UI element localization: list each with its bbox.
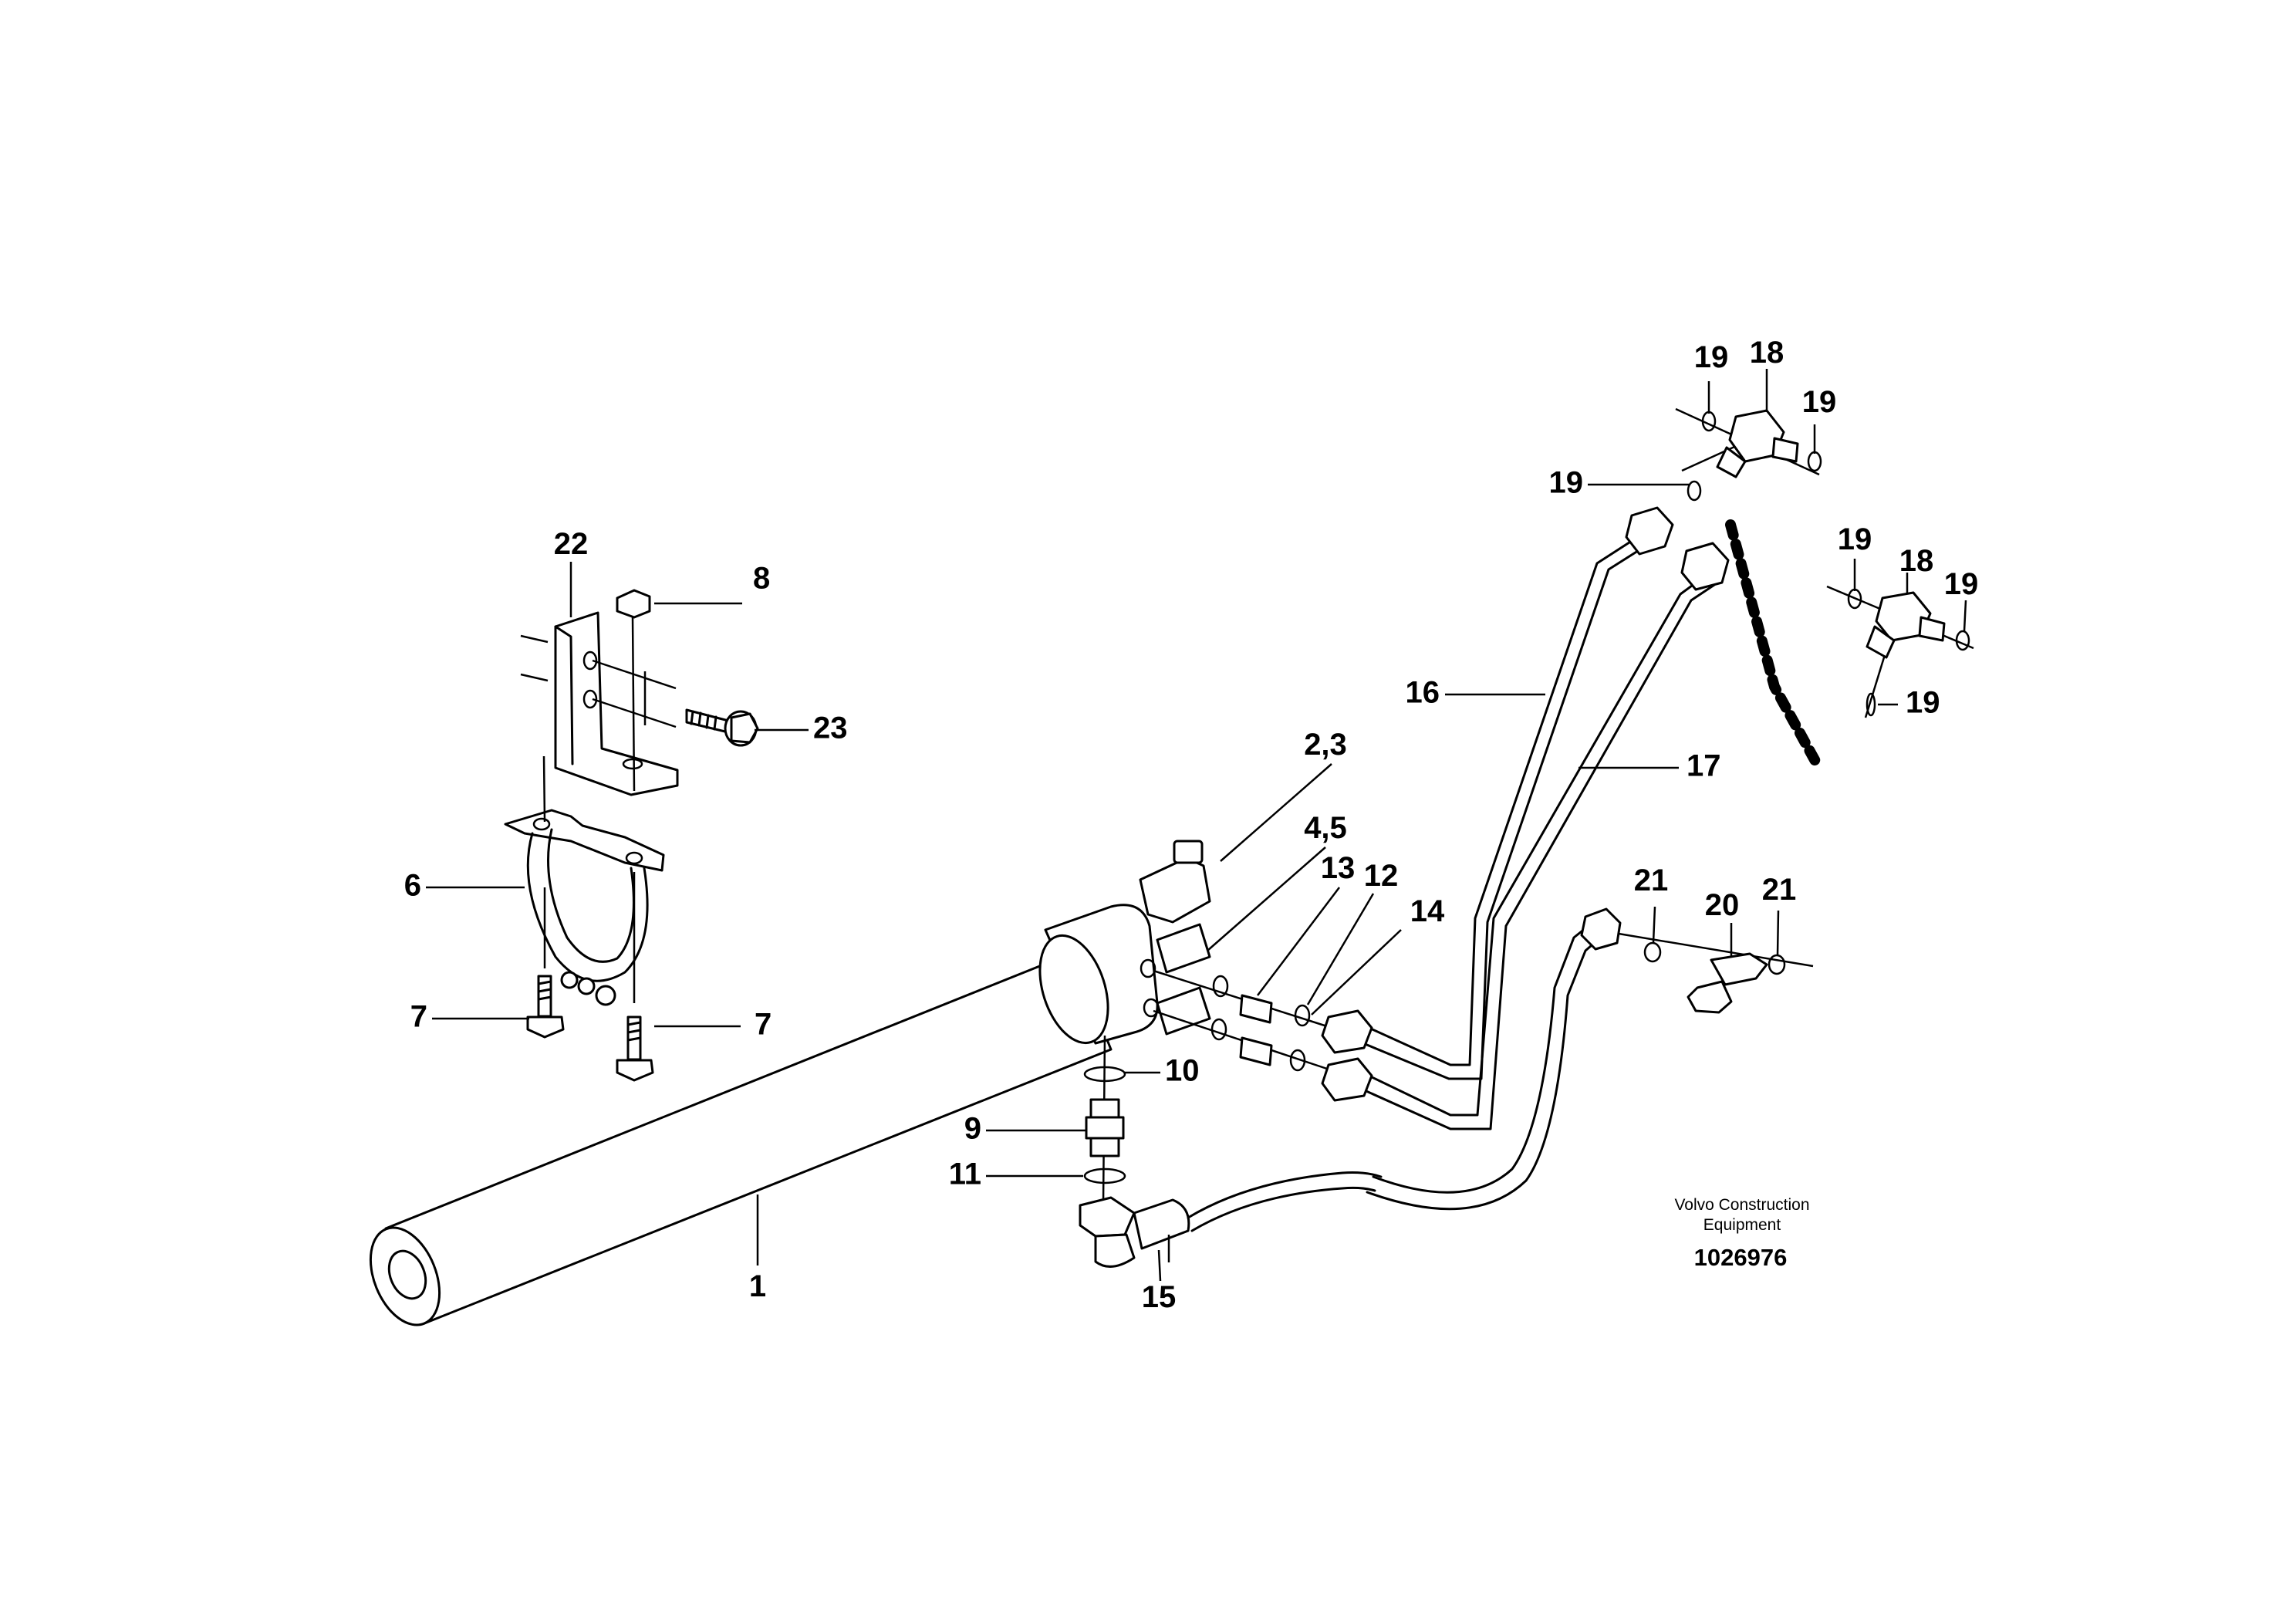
dashed-hose [1725,519,1822,769]
label-14: 14 [1410,894,1445,928]
label-19-a: 19 [1694,340,1729,374]
label-9: 9 [964,1112,981,1146]
bolt-part-23 [685,708,759,747]
label-6: 6 [404,869,421,903]
valve-block-parts-2-5 [1139,840,1211,1036]
label-19-f: 19 [1906,686,1940,720]
label-19-b: 19 [1802,385,1837,419]
fitting-part-20 [1618,932,1814,1014]
brand-line-2: Equipment [1703,1216,1781,1234]
label-21-a: 21 [1634,863,1669,897]
tee-fitting-part-18-right [1826,585,1974,718]
label-12: 12 [1364,859,1399,893]
pipe-part-16 [1321,506,1674,1080]
document-number: 1026976 [1694,1244,1788,1271]
label-8: 8 [753,562,770,596]
label-20: 20 [1705,888,1740,922]
cylinder-part-1 [369,904,1160,1326]
pipe-part-17 [1321,542,1730,1130]
label-19-e: 19 [1944,567,1979,601]
label-16: 16 [1406,676,1440,710]
label-1: 1 [749,1269,766,1303]
tee-fitting-part-18-top [1675,407,1822,502]
bracket-part-22 [520,611,679,796]
label-13: 13 [1321,851,1356,885]
label-2-3: 2,3 [1304,728,1347,762]
label-11: 11 [949,1157,981,1191]
fittings-parts-12-14 [1153,969,1328,1072]
label-17: 17 [1687,749,1721,783]
leader-lines [426,369,1967,1265]
label-7-right: 7 [755,1008,772,1042]
label-22: 22 [554,527,589,561]
hose-part-17-lower [1366,907,1622,1211]
label-15: 15 [1142,1280,1177,1314]
fittings-parts-9-11 [1083,1035,1126,1205]
label-21-b: 21 [1762,873,1797,907]
label-19-d: 19 [1838,522,1872,556]
label-7-left: 7 [410,1000,427,1034]
label-18-right: 18 [1899,544,1934,578]
label-23: 23 [813,711,848,745]
brand-line-1: Volvo Construction [1674,1196,1809,1214]
label-18-top: 18 [1750,336,1784,370]
clamp-part-6 [504,755,665,1006]
bolt-part-7-right [616,872,654,1082]
elbow-hose-part-15 [1079,1171,1383,1282]
label-10: 10 [1165,1054,1200,1088]
label-19-c: 19 [1549,466,1584,500]
footer-block: Volvo Construction Equipment 1026976 [1674,1196,1809,1271]
callout-labels: 1 2,3 4,5 6 7 7 8 9 10 11 12 13 14 15 16… [404,336,1979,1314]
label-4-5: 4,5 [1304,811,1347,845]
bolt-part-7-left [526,887,565,1039]
bolt-part-8 [616,589,651,792]
